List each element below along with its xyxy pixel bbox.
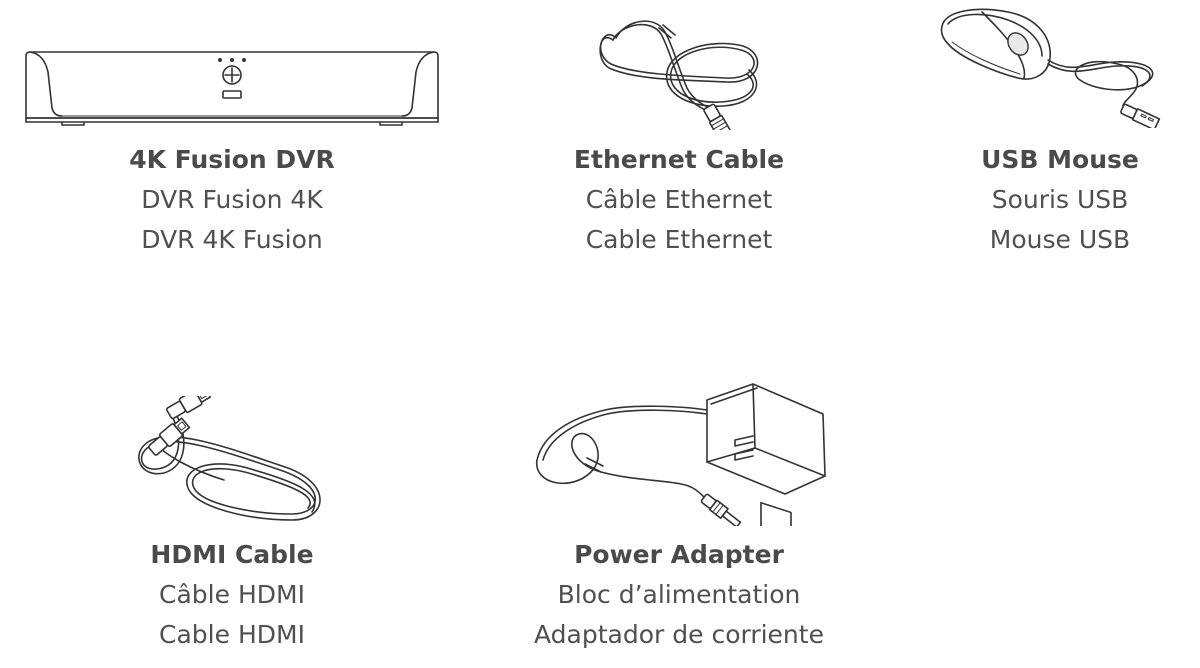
hdmi-name: HDMI Cable [150, 540, 314, 569]
item-hdmi-cable: HDMI Cable Câble HDMI Cable HDMI [32, 380, 432, 668]
adapter-french: Bloc d’alimentation [557, 580, 801, 609]
dvr-french: DVR Fusion 4K [141, 185, 323, 214]
usb-mouse-icon [938, 4, 1172, 128]
ethernet-french: Câble Ethernet [585, 185, 773, 214]
hdmi-caption: HDMI Cable Câble HDMI Cable HDMI [32, 534, 432, 655]
ethernet-caption: Ethernet Cable Câble Ethernet Cable Ethe… [479, 139, 879, 260]
hdmi-french: Câble HDMI [159, 580, 305, 609]
dvr-caption: 4K Fusion DVR DVR Fusion 4K DVR 4K Fusio… [32, 139, 432, 260]
ethernet-spanish: Cable Ethernet [585, 225, 773, 254]
ethernet-name: Ethernet Cable [573, 145, 785, 174]
item-power-adapter: Power Adapter Bloc d’alimentation Adapta… [479, 380, 879, 668]
dvr-name: 4K Fusion DVR [129, 145, 335, 174]
item-dvr: 4K Fusion DVR DVR Fusion 4K DVR 4K Fusio… [25, 0, 439, 270]
mouse-caption: USB Mouse Souris USB Mouse USB [860, 139, 1200, 260]
mouse-name: USB Mouse [981, 145, 1139, 174]
hdmi-cable-icon [132, 396, 332, 524]
power-adapter-icon [531, 380, 831, 526]
mouse-french: Souris USB [991, 185, 1129, 214]
item-usb-mouse: USB Mouse Souris USB Mouse USB [860, 0, 1200, 270]
dvr-icon [22, 42, 442, 128]
hdmi-spanish: Cable HDMI [159, 620, 305, 649]
mouse-spanish: Mouse USB [989, 225, 1131, 254]
item-ethernet-cable: Ethernet Cable Câble Ethernet Cable Ethe… [479, 0, 879, 270]
adapter-caption: Power Adapter Bloc d’alimentation Adapta… [479, 534, 879, 655]
ethernet-cable-icon [591, 12, 767, 130]
adapter-name: Power Adapter [574, 540, 784, 569]
dvr-spanish: DVR 4K Fusion [141, 225, 323, 254]
adapter-spanish: Adaptador de corriente [534, 620, 824, 649]
